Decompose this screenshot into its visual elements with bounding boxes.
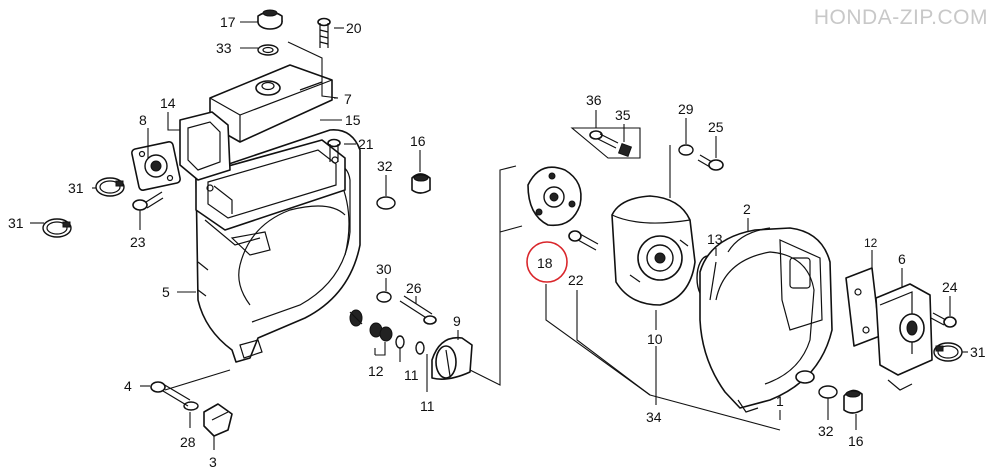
bolt-23 xyxy=(132,191,164,211)
leader-lines xyxy=(30,21,968,450)
callout-10: 10 xyxy=(647,331,663,347)
callout-12-right: 12 xyxy=(864,236,878,250)
callout-32-right: 32 xyxy=(818,423,834,439)
callout-35: 35 xyxy=(615,107,631,123)
callout-15: 15 xyxy=(345,112,361,128)
callout-36: 36 xyxy=(586,92,602,108)
washer-28 xyxy=(183,401,199,411)
callout-7: 7 xyxy=(344,91,352,107)
mount-bolt-4 xyxy=(150,381,191,407)
flange-gasket-12 xyxy=(845,267,881,347)
callout-11-b: 11 xyxy=(420,398,435,414)
bolt-25 xyxy=(697,154,724,171)
callout-14: 14 xyxy=(160,95,176,111)
callout-25: 25 xyxy=(708,119,724,135)
callout-20: 20 xyxy=(346,20,362,36)
callout-9: 9 xyxy=(453,313,461,329)
callout-16-left: 16 xyxy=(410,133,426,149)
callout-28: 28 xyxy=(180,434,196,450)
callout-16-right: 16 xyxy=(848,433,864,449)
callout-34: 34 xyxy=(646,409,662,425)
bolt-26 xyxy=(399,295,437,325)
callout-21: 21 xyxy=(358,136,374,152)
callout-24: 24 xyxy=(942,279,958,295)
callout-13: 13 xyxy=(707,231,723,247)
bushings-12-11 xyxy=(369,322,425,355)
bolt-36 xyxy=(589,130,619,149)
callout-8: 8 xyxy=(139,112,147,128)
callout-29: 29 xyxy=(678,101,694,117)
spring-12 xyxy=(349,309,363,327)
filler-cap xyxy=(257,9,283,30)
callout-31-left-upper: 31 xyxy=(68,180,84,196)
washer-30 xyxy=(376,291,392,303)
callout-17: 17 xyxy=(220,14,236,30)
bolt-20 xyxy=(317,17,331,48)
hose-clamp-right xyxy=(933,342,963,362)
nut-35 xyxy=(617,142,633,158)
callout-1: 1 xyxy=(776,393,784,409)
hose-clamp-left-lower xyxy=(42,218,72,238)
drain-plug-left xyxy=(411,173,431,194)
callout-31-left-lower: 31 xyxy=(8,215,24,231)
bolt-22 xyxy=(568,230,599,251)
washer-29 xyxy=(678,144,694,156)
callout-23: 23 xyxy=(130,234,146,250)
hose-clamp-left-upper xyxy=(95,177,125,197)
callout-18: 18 xyxy=(537,255,553,271)
callout-33: 33 xyxy=(216,40,232,56)
callout-3: 3 xyxy=(209,454,217,470)
callout-26: 26 xyxy=(406,280,422,296)
callout-22: 22 xyxy=(568,272,584,288)
starter-plate xyxy=(527,166,582,227)
drain-plug-right xyxy=(843,389,863,414)
volute-case xyxy=(699,227,833,413)
callout-4: 4 xyxy=(124,378,132,394)
cylinder-cover xyxy=(209,64,333,143)
highlight-circle xyxy=(526,241,568,283)
elbow-9 xyxy=(431,336,473,380)
intake-insulator xyxy=(131,111,231,191)
rubber-mount-3 xyxy=(203,403,233,437)
callout-12-left: 12 xyxy=(368,363,384,379)
callout-31-right: 31 xyxy=(970,344,986,360)
bolt-21 xyxy=(327,138,341,162)
callout-5: 5 xyxy=(162,284,170,300)
callout-11-a: 11 xyxy=(404,367,419,383)
washer-32-right xyxy=(818,385,838,399)
callout-labels: 17 20 33 7 14 8 15 21 16 32 31 31 23 30 … xyxy=(8,14,986,470)
watermark: HONDA-ZIP.COM xyxy=(813,6,988,29)
callout-32-left: 32 xyxy=(377,158,393,174)
callout-30: 30 xyxy=(376,261,392,277)
gasket-2 xyxy=(709,227,771,301)
discharge-flange-6 xyxy=(875,283,933,391)
head-frame xyxy=(195,139,346,231)
callout-6: 6 xyxy=(898,251,906,267)
impeller-housing xyxy=(611,195,696,306)
washer-33 xyxy=(257,44,279,56)
callout-2: 2 xyxy=(743,201,751,217)
washer-32-left xyxy=(376,196,396,210)
bolt-24 xyxy=(930,312,957,328)
